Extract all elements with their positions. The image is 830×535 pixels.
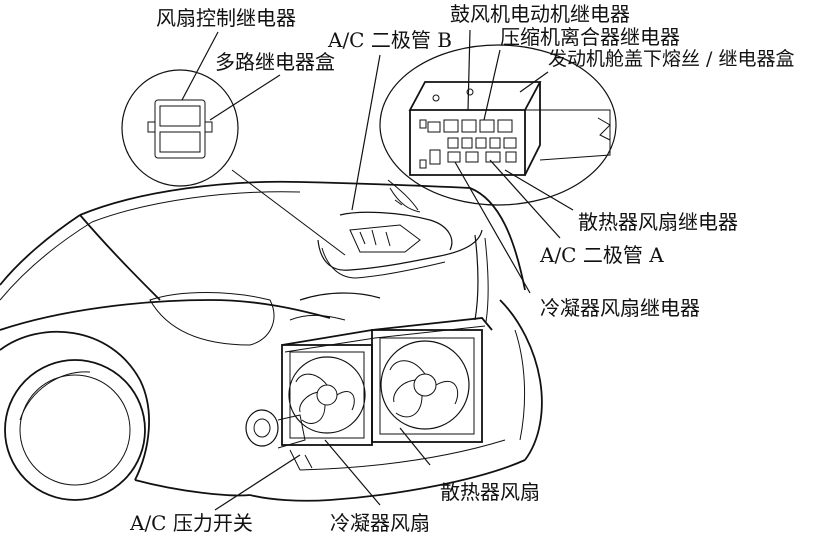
relay-inset	[121, 69, 239, 187]
label-blower-motor-relay: 鼓风机电动机继电器	[450, 2, 630, 26]
fuse-box-inset	[379, 44, 617, 206]
radiator-condenser-assembly	[281, 317, 493, 446]
label-fan-control-relay: 风扇控制继电器	[156, 6, 296, 30]
label-radiator-fan-relay: 散热器风扇继电器	[578, 210, 738, 234]
leader-lines	[181, 29, 574, 511]
condenser-fan	[288, 356, 366, 434]
label-condenser-fan: 冷凝器风扇	[330, 511, 430, 535]
inset-connectors	[231, 169, 419, 256]
label-ac-pressure-switch: A/C 压力开关	[130, 511, 253, 535]
compressor-pulley	[245, 409, 313, 471]
radiator-fan	[380, 340, 470, 430]
car-body	[0, 180, 543, 502]
label-condenser-fan-relay: 冷凝器风扇继电器	[540, 296, 700, 320]
label-ac-diode-b: A/C 二极管 B	[328, 28, 452, 52]
label-multi-relay-box: 多路继电器盒	[215, 50, 335, 74]
label-radiator-fan: 散热器风扇	[440, 480, 540, 504]
label-underhood-fuse-relay-box: 发动机舱盖下熔丝 / 继电器盒	[548, 48, 795, 70]
label-compressor-clutch-relay: 压缩机离合器继电器	[500, 25, 680, 49]
wiring-harness	[289, 187, 489, 323]
label-ac-diode-a: A/C 二极管 A	[540, 243, 664, 267]
